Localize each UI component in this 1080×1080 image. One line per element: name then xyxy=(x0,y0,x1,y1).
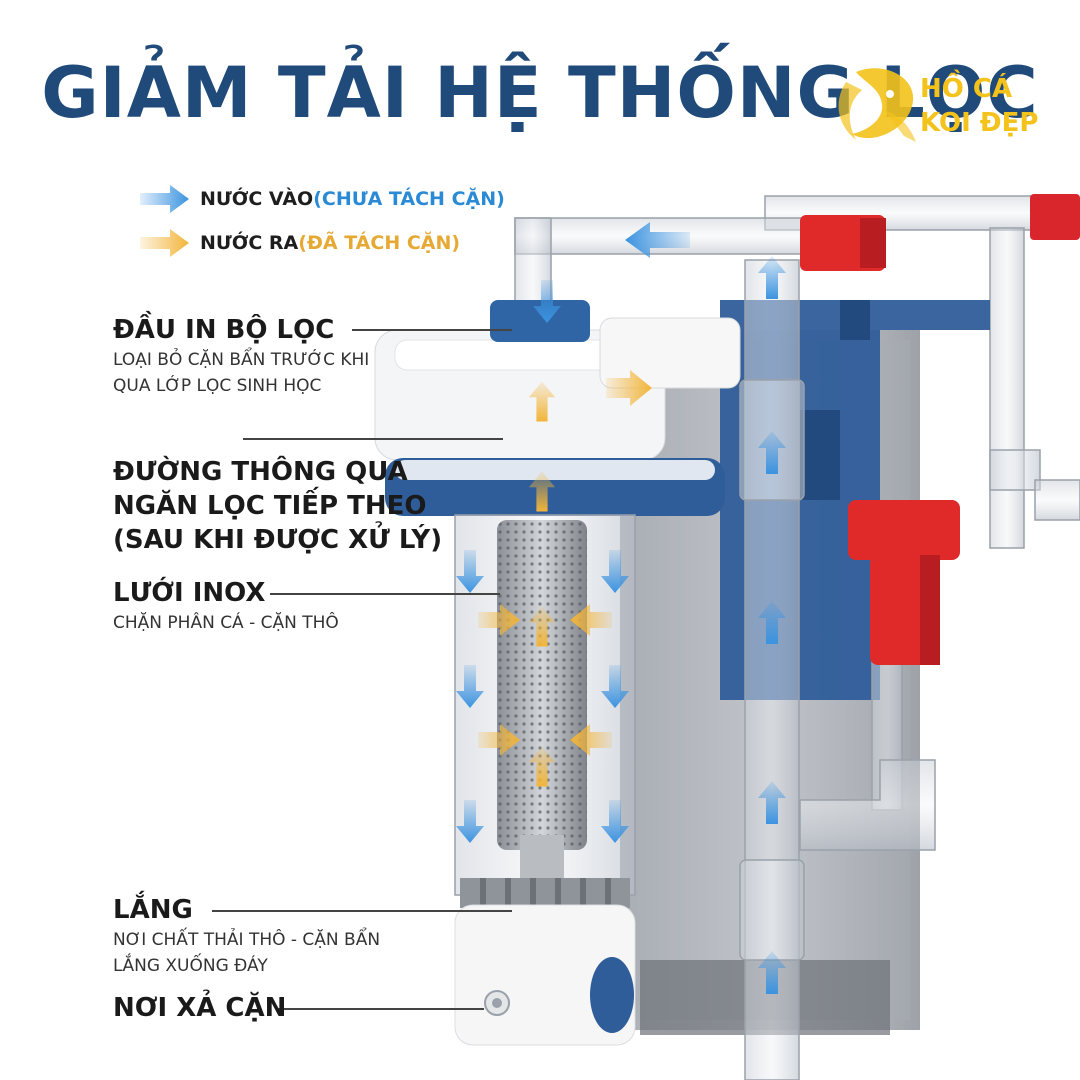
legend-water-in: NƯỚC VÀO (CHƯA TÁCH CẶN) xyxy=(140,182,505,216)
label-passage-title-3: (SAU KHI ĐƯỢC XỬ LÝ) xyxy=(113,525,443,555)
label-drain-title: NƠI XẢ CẶN xyxy=(113,993,287,1023)
leader-line-filter-head xyxy=(352,329,512,331)
leader-line-passage xyxy=(243,438,503,440)
legend-water-out-label: NƯỚC RA xyxy=(200,232,299,254)
label-passage: ĐƯỜNG THÔNG QUA NGĂN LỌC TIẾP THEO (SAU … xyxy=(113,455,442,557)
label-filter-head-desc-1: LOẠI BỎ CẶN BẨN TRƯỚC KHI xyxy=(113,350,370,370)
blue-arrow-right-icon xyxy=(140,185,189,213)
page-title: GIẢM TẢI HỆ THỐNG LỌC xyxy=(41,52,1039,134)
label-mesh-desc: CHẶN PHÂN CÁ - CẶN THÔ xyxy=(113,613,339,633)
label-passage-title-2: NGĂN LỌC TIẾP THEO xyxy=(113,491,427,521)
label-mesh-title: LƯỚI INOX xyxy=(113,578,266,608)
label-filter-head: ĐẦU IN BỘ LỌC LOẠI BỎ CẶN BẨN TRƯỚC KHI … xyxy=(113,313,369,399)
legend-water-in-note: (CHƯA TÁCH CẶN) xyxy=(313,188,505,210)
yellow-arrow-right-icon xyxy=(140,229,189,257)
label-passage-title-1: ĐƯỜNG THÔNG QUA xyxy=(113,457,408,487)
logo-line-1: HỒ CÁ xyxy=(920,74,1013,104)
label-mesh: LƯỚI INOX CHẶN PHÂN CÁ - CẶN THÔ xyxy=(113,576,339,636)
logo-line-2: KOI ĐẸP xyxy=(920,108,1039,138)
label-filter-head-desc-2: QUA LỚP LỌC SINH HỌC xyxy=(113,376,322,396)
legend-water-in-label: NƯỚC VÀO xyxy=(200,188,314,210)
label-settling-desc-1: NƠI CHẤT THẢI THÔ - CẶN BẨN xyxy=(113,930,381,950)
label-settling-title: LẮNG xyxy=(113,895,193,925)
label-settling-desc-2: LẮNG XUỐNG ĐÁY xyxy=(113,956,268,976)
leader-line-mesh xyxy=(270,593,500,595)
legend-water-out-note: (ĐÃ TÁCH CẶN) xyxy=(298,232,461,254)
label-settling: LẮNG NƠI CHẤT THẢI THÔ - CẶN BẨN LẮNG XU… xyxy=(113,893,380,979)
leader-line-drain xyxy=(278,1008,484,1010)
koi-fish-icon xyxy=(838,68,916,142)
label-drain: NƠI XẢ CẶN xyxy=(113,991,286,1025)
legend-water-out: NƯỚC RA (ĐÃ TÁCH CẶN) xyxy=(140,226,460,260)
leader-line-settling xyxy=(212,910,512,912)
label-filter-head-title: ĐẦU IN BỘ LỌC xyxy=(113,315,335,345)
logo-text: HỒ CÁ KOI ĐẸP xyxy=(920,72,1038,140)
